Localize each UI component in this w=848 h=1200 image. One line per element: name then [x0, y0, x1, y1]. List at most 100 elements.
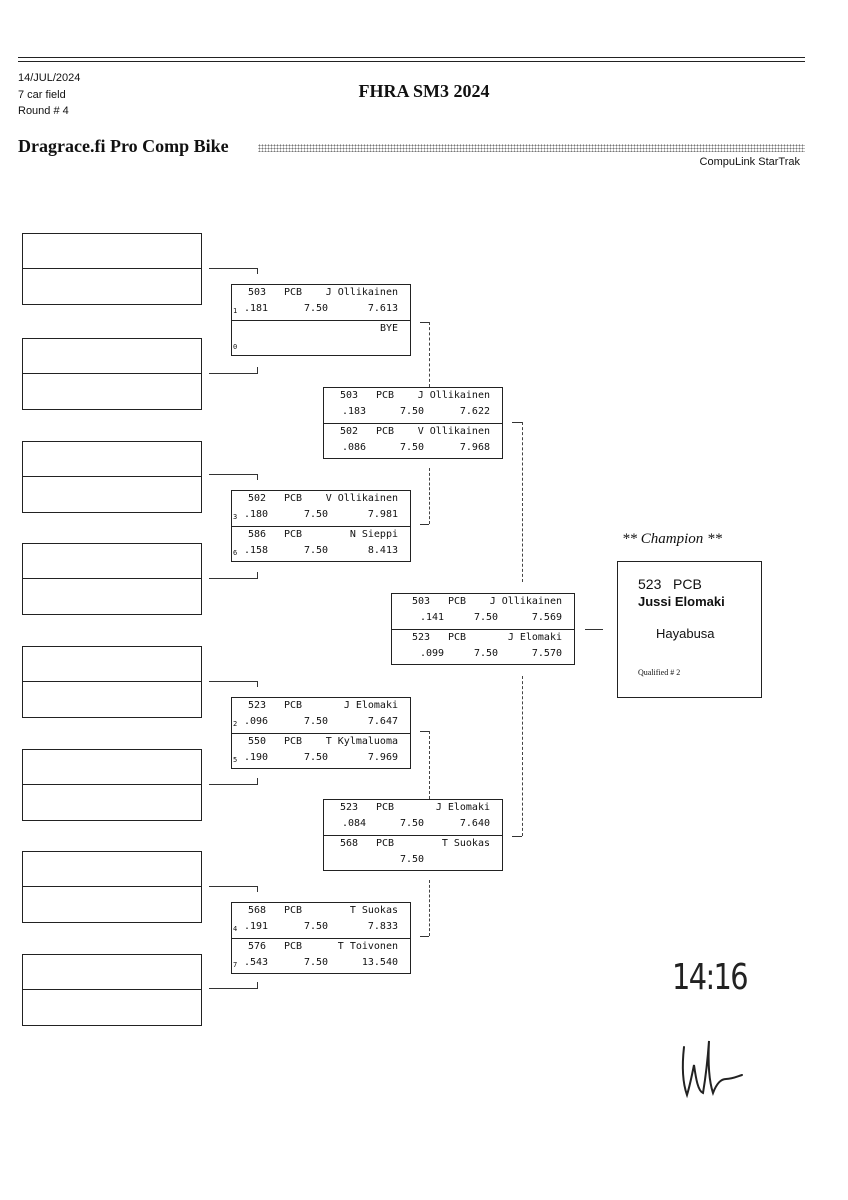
seed-number: 0	[233, 343, 238, 351]
seed-number: 1	[233, 307, 238, 315]
reaction-time: .191	[244, 921, 269, 932]
bracket-connector	[209, 681, 258, 682]
dial-in: 7.50	[400, 854, 425, 865]
bracket-connector	[209, 784, 258, 785]
bracket-connector	[209, 373, 258, 374]
champion-qualified: Qualified # 2	[638, 668, 681, 677]
racer-number: 502	[340, 426, 359, 437]
elapsed-time: 13.540	[361, 957, 398, 968]
racer-number: 503	[340, 390, 359, 401]
racer-number: 568	[340, 838, 359, 849]
bracket-dashed-connector	[429, 322, 430, 387]
seed-number: 3	[233, 513, 238, 521]
racer-number: 503	[412, 596, 431, 607]
bracket-dashed-connector	[429, 468, 430, 524]
class-title: Dragrace.fi Pro Comp Bike	[18, 136, 229, 156]
bracket-connector	[257, 572, 258, 578]
bracket-connector	[209, 474, 258, 475]
bracket-connector	[512, 836, 522, 837]
elapsed-time: 7.570	[531, 648, 562, 659]
reaction-time: .543	[244, 957, 269, 968]
elapsed-time: 7.622	[459, 406, 490, 417]
bracket-dashed-connector	[522, 676, 523, 836]
bracket-dashed-connector	[522, 422, 523, 582]
racer-class: PCB	[448, 596, 467, 607]
elapsed-time: 7.833	[367, 921, 398, 932]
software-credit: CompuLink StarTrak	[699, 156, 800, 168]
bracket-connector	[257, 367, 258, 373]
reaction-time: .099	[420, 648, 445, 659]
champion-name: Jussi Elomaki	[638, 594, 725, 609]
empty-lane-box	[22, 543, 202, 615]
racer-class: PCB	[376, 390, 395, 401]
dotted-leader	[258, 144, 805, 152]
empty-lane-box	[22, 338, 202, 410]
racer-name: J Ollikainen	[489, 596, 562, 607]
empty-lane-box	[22, 233, 202, 305]
bracket-connector	[420, 524, 429, 525]
elapsed-time: 7.968	[459, 442, 490, 453]
racer-name: T Kylmaluoma	[325, 736, 398, 747]
empty-lane-box	[22, 954, 202, 1026]
racer-name: T Suokas	[441, 838, 490, 849]
empty-lane-divider	[23, 373, 201, 374]
racer-class: PCB	[376, 802, 395, 813]
bracket-connector	[420, 322, 429, 323]
dial-in: 7.50	[304, 303, 329, 314]
bracket-dashed-connector	[429, 731, 430, 799]
racer-name: N Sieppi	[349, 529, 398, 540]
dial-in: 7.50	[304, 921, 329, 932]
elapsed-time: 7.613	[367, 303, 398, 314]
racer-number: 576	[248, 941, 267, 952]
empty-lane-divider	[23, 886, 201, 887]
empty-lane-divider	[23, 681, 201, 682]
champion-box: 523 PCB Jussi Elomaki Hayabusa Qualified…	[617, 561, 762, 698]
bracket-connector	[209, 988, 258, 989]
racer-class: PCB	[284, 736, 303, 747]
dial-in: 7.50	[304, 957, 329, 968]
bracket-connector	[257, 681, 258, 687]
champion-vehicle: Hayabusa	[656, 626, 715, 641]
dial-in: 7.50	[474, 612, 499, 623]
header-rule-top-2	[18, 61, 805, 62]
racer-class: PCB	[284, 941, 303, 952]
racer-name: J Ollikainen	[325, 287, 398, 298]
racer-name: J Elomaki	[507, 632, 562, 643]
empty-lane-divider	[23, 989, 201, 990]
racer-class: PCB	[284, 529, 303, 540]
reaction-time: .141	[420, 612, 445, 623]
header-rule-top	[18, 57, 805, 58]
race-date: 14/JUL/2024	[18, 72, 81, 84]
dial-in: 7.50	[400, 442, 425, 453]
racer-name: V Ollikainen	[325, 493, 398, 504]
handwritten-time: 14:16	[672, 957, 749, 998]
elapsed-time: 7.981	[367, 509, 398, 520]
dial-in: 7.50	[304, 716, 329, 727]
racer-name: BYE	[379, 323, 398, 334]
class-title-row: Dragrace.fi Pro Comp Bike	[18, 136, 805, 158]
elapsed-time: 8.413	[367, 545, 398, 556]
dial-in: 7.50	[304, 752, 329, 763]
reaction-time: .084	[342, 818, 367, 829]
reaction-time: .183	[342, 406, 367, 417]
seed-number: 6	[233, 549, 238, 557]
racer-name: J Ollikainen	[417, 390, 490, 401]
racer-class: PCB	[448, 632, 467, 643]
racer-class: PCB	[284, 905, 303, 916]
racer-number: 503	[248, 287, 267, 298]
racer-number: 523	[412, 632, 431, 643]
reaction-time: .096	[244, 716, 269, 727]
bracket-connector	[257, 886, 258, 892]
seed-number: 2	[233, 720, 238, 728]
